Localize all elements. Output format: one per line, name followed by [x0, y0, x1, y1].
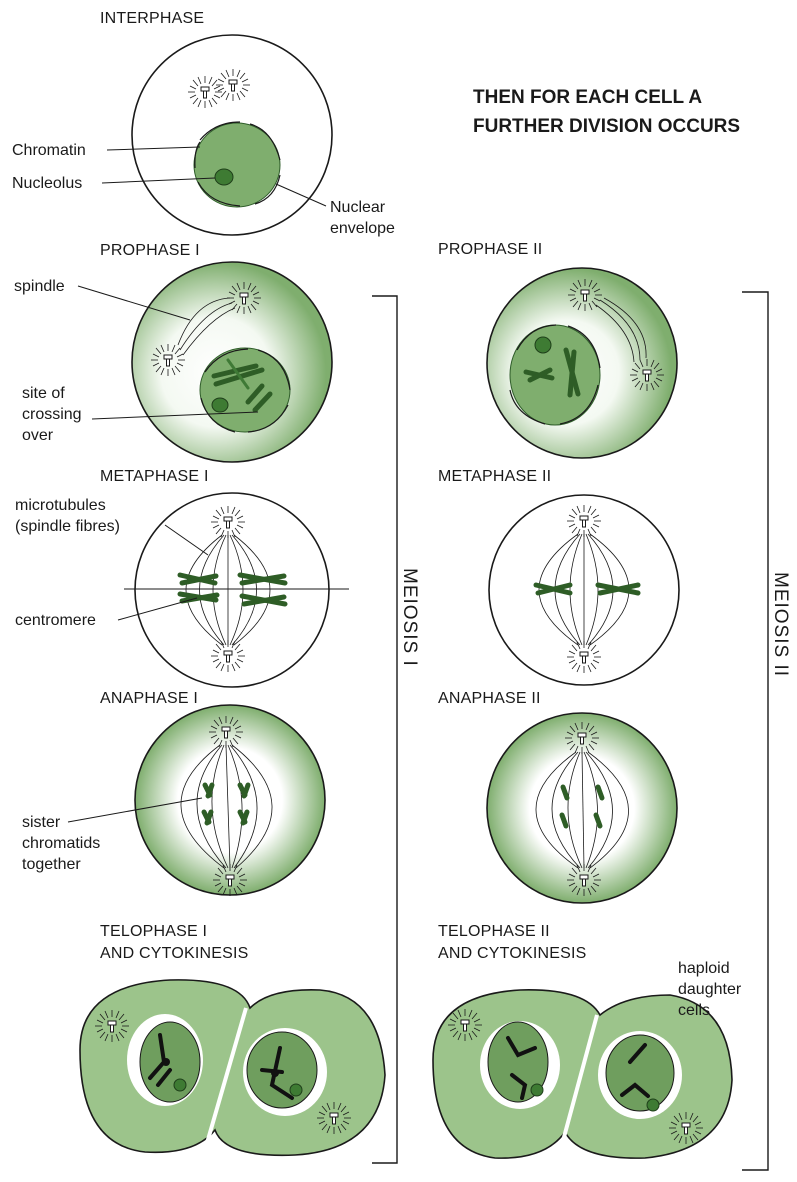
anaphase-2-cell: [487, 713, 677, 903]
prophase-1-cell: [132, 262, 332, 462]
stage-metaphase-1: METAPHASE I: [100, 468, 209, 485]
stage-anaphase-2: ANAPHASE II: [438, 690, 541, 707]
label-haploid-1: haploid: [678, 960, 730, 977]
metaphase-2-cell: [489, 495, 679, 685]
label-sister-2: chromatids: [22, 835, 100, 852]
stage-prophase-2: PROPHASE II: [438, 241, 542, 258]
label-haploid-3: cells: [678, 1002, 710, 1019]
label-sister-3: together: [22, 856, 81, 873]
label-centromere: centromere: [15, 612, 96, 629]
label-nucleolus: Nucleolus: [12, 175, 82, 192]
label-microtubules-2: (spindle fibres): [15, 518, 120, 535]
stage-interphase: INTERPHASE: [100, 10, 204, 27]
heading-line-1: THEN FOR EACH CELL A: [473, 87, 702, 108]
label-nuclear-envelope-2: envelope: [330, 220, 395, 237]
label-crossing-1: site of: [22, 385, 65, 402]
label-haploid-2: daughter: [678, 981, 742, 998]
meiosis-1-bracket: MEIOSIS I: [372, 296, 420, 1163]
metaphase-1-cell: [124, 493, 349, 687]
stage-metaphase-2: METAPHASE II: [438, 468, 551, 485]
interphase-cell: [132, 35, 332, 235]
anaphase-1-cell: [135, 705, 325, 896]
prophase-2-cell: [487, 268, 677, 458]
stage-anaphase-1: ANAPHASE I: [100, 690, 198, 707]
label-sister-1: sister: [22, 814, 61, 831]
stage-telophase-2-line-2: AND CYTOKINESIS: [438, 945, 587, 962]
heading-line-2: FURTHER DIVISION OCCURS: [473, 116, 740, 137]
label-crossing-2: crossing: [22, 406, 82, 423]
stage-prophase-1: PROPHASE I: [100, 242, 200, 259]
label-chromatin: Chromatin: [12, 142, 86, 159]
stage-telophase-2-line-1: TELOPHASE II: [438, 923, 550, 940]
nucleolus-shape: [215, 169, 233, 185]
telophase-1-cells: [80, 980, 385, 1155]
label-microtubules-1: microtubules: [15, 497, 106, 514]
stage-telophase-1-line-1: TELOPHASE I: [100, 923, 207, 940]
label-nuclear-envelope-1: Nuclear: [330, 199, 386, 216]
label-spindle: spindle: [14, 278, 65, 295]
meiosis-2-label: MEIOSIS II: [770, 572, 791, 677]
label-crossing-3: over: [22, 427, 54, 444]
stage-telophase-1-line-2: AND CYTOKINESIS: [100, 945, 249, 962]
meiosis-1-label: MEIOSIS I: [399, 568, 420, 667]
meiosis-2-bracket: MEIOSIS II: [742, 292, 791, 1170]
